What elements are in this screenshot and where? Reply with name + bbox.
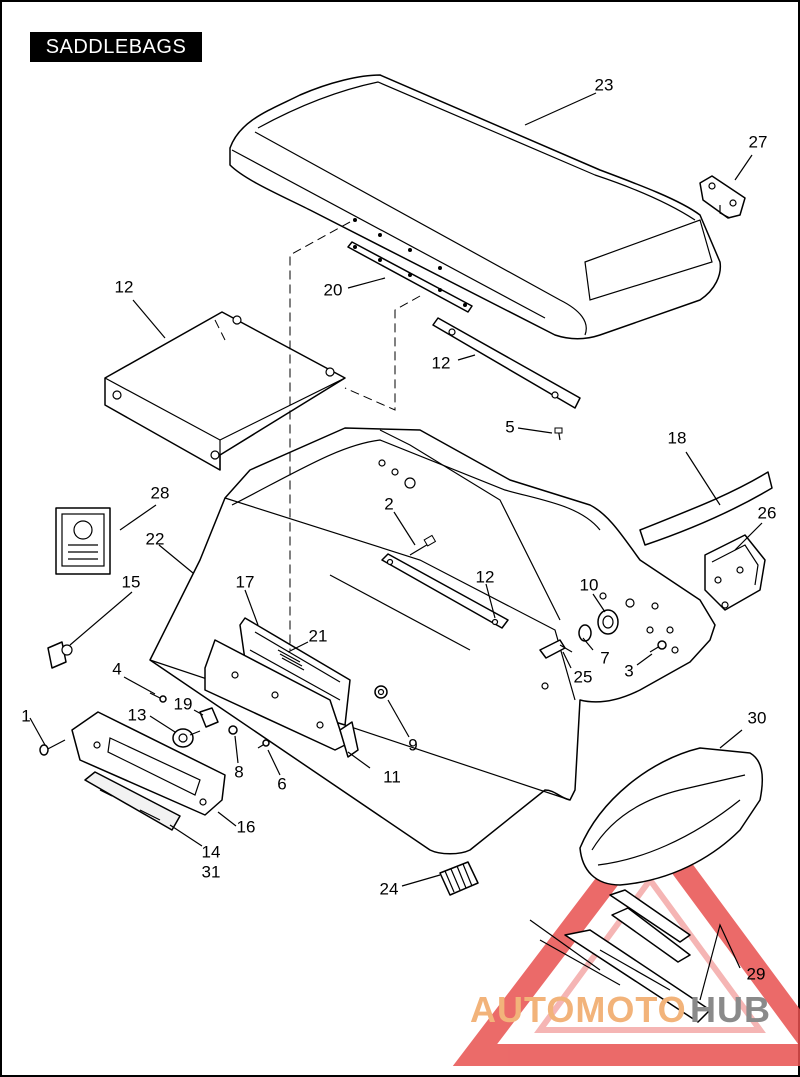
part-13-lock-cylinder [172, 728, 201, 748]
page-title: SADDLEBAGS [30, 32, 202, 62]
watermark-text-secondary: HUB [690, 989, 771, 1030]
callout-label: 28 [151, 483, 170, 502]
part-29-tool-kit [529, 889, 711, 1023]
part-12-strap-body [381, 553, 509, 629]
part-7-washer [578, 624, 592, 642]
part-9-nut [374, 685, 388, 699]
part-24-spring [439, 861, 479, 896]
part-14-label [84, 771, 181, 831]
callout-label: 12 [432, 353, 451, 372]
callout-label: 8 [234, 762, 243, 781]
callout-label: 25 [574, 667, 593, 686]
callout-label: 13 [128, 705, 147, 724]
part-2-screw [409, 534, 437, 556]
callout-label: 9 [408, 735, 417, 754]
callout-label: 21 [309, 626, 328, 645]
callout-label: 3 [624, 661, 633, 680]
part-19-clip [199, 707, 219, 728]
part-26-hinge [704, 534, 766, 611]
callout-label: 5 [505, 417, 514, 436]
callout-label: 7 [600, 648, 609, 667]
callout-label: 20 [324, 280, 343, 299]
part-12-strap-center [432, 317, 581, 409]
callout-label: 19 [174, 694, 193, 713]
callout-label: 24 [380, 879, 399, 898]
callout-label: 27 [749, 132, 768, 151]
part-3-stud [649, 640, 667, 653]
callout-label: 26 [758, 503, 777, 522]
callout-label: 17 [236, 572, 255, 591]
body-holes [378, 459, 679, 690]
part-25-key [539, 639, 573, 659]
part-6-screw [257, 739, 270, 749]
part-22-saddlebag-body [149, 427, 716, 855]
part-27-bracket [699, 175, 746, 219]
part-18-trim [639, 471, 773, 546]
part-20-strip [347, 218, 473, 313]
part-8-fastener [228, 725, 238, 735]
callout-label: 18 [668, 428, 687, 447]
part-28-label [55, 507, 111, 575]
callout-label: 16 [237, 817, 256, 836]
watermark: AUTOMOTO HUB [470, 989, 771, 1030]
part-5-screw [554, 427, 563, 441]
part-16-latch-cover [71, 711, 226, 816]
leader-lines [29, 92, 763, 1001]
part-15-lock [47, 641, 73, 669]
callout-label: 12 [476, 567, 495, 586]
callout-label: 30 [748, 708, 767, 727]
watermark-text-primary: AUTOMOTO [470, 989, 687, 1030]
callout-label: 23 [595, 75, 614, 94]
callout-label: 29 [747, 964, 766, 983]
part-10-grommet [597, 609, 619, 635]
callout-label: 6 [277, 774, 286, 793]
callout-label: 10 [580, 575, 599, 594]
part-12-pad-left [104, 311, 346, 471]
part-4-screw [149, 692, 167, 703]
callout-label: 12 [115, 277, 134, 296]
callout-label: 14 [202, 842, 221, 861]
callout-labels: 1 2 3 4 5 6 7 8 9 10 11 12 12 12 13 14 1… [21, 75, 776, 983]
callout-label: 31 [202, 862, 221, 881]
callout-label: 15 [122, 572, 141, 591]
callout-label: 22 [146, 529, 165, 548]
alignment-lines [214, 221, 421, 650]
part-21-spring [277, 649, 305, 671]
callout-label: 2 [384, 494, 393, 513]
part-30-liner [579, 747, 763, 886]
part-23-lid [229, 74, 722, 340]
part-1-screw [39, 739, 66, 756]
callout-label: 11 [383, 767, 401, 786]
callout-label: 1 [21, 706, 30, 725]
callout-label: 4 [112, 659, 121, 678]
part-11-lever [339, 721, 359, 758]
